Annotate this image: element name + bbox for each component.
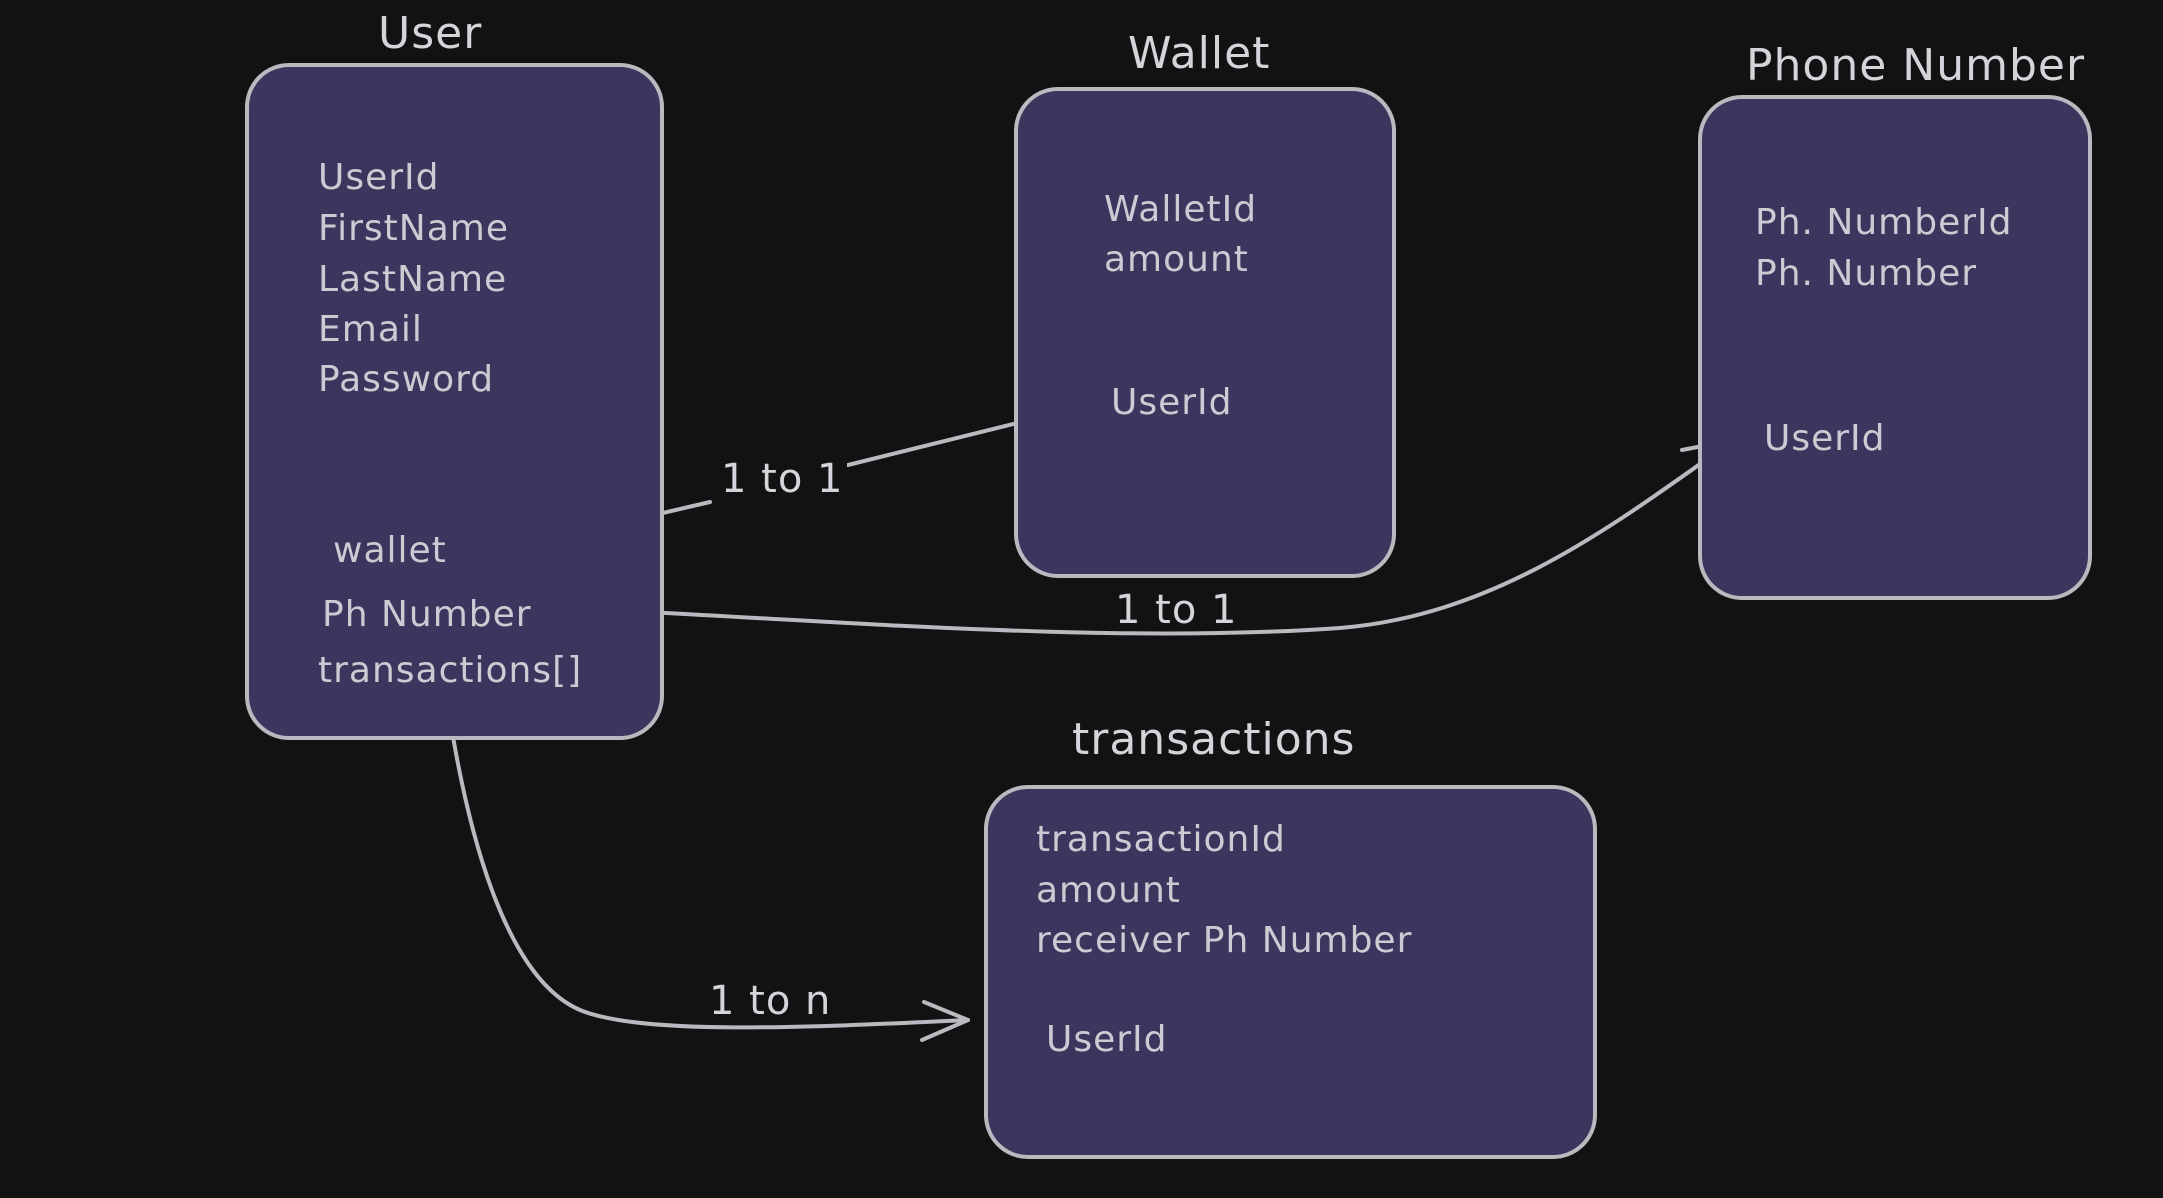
user-field-password: Password [318,359,495,400]
user-field-firstname: FirstName [318,208,509,249]
relation-label-user-phone: 1 to 1 [1111,590,1242,630]
user-relation-wallet: wallet [333,530,447,571]
user-field-userid: UserId [318,157,440,198]
user-relation-ph-number: Ph Number [322,594,532,635]
wallet-field-userid: UserId [1111,382,1233,423]
transactions-field-userid: UserId [1046,1019,1168,1060]
transactions-field-receiver-ph-number: receiver Ph Number [1036,920,1413,961]
relation-label-user-transactions: 1 to n [705,981,836,1021]
user-field-lastname: LastName [318,259,508,300]
connector-user-transactions [446,704,970,1030]
relation-label-user-wallet: 1 to 1 [717,459,848,499]
phone-field-number: Ph. Number [1755,253,1978,294]
user-entity-box[interactable] [245,63,664,740]
transactions-field-amount: amount [1036,870,1181,911]
user-entity-title: User [378,8,483,59]
phone-number-entity-title: Phone Number [1746,40,2086,91]
connector-user-phone [564,438,1736,636]
arrowhead-transactions [920,1000,970,1042]
wallet-entity-box[interactable] [1014,87,1396,578]
phone-number-entity-box[interactable] [1698,95,2092,600]
wallet-field-walletid: WalletId [1104,189,1258,230]
transactions-entity-box[interactable] [984,785,1597,1159]
user-field-email: Email [318,309,423,350]
transactions-field-transactionid: transactionId [1036,819,1286,860]
user-relation-transactions: transactions[] [318,650,583,691]
phone-field-userid: UserId [1764,418,1886,459]
phone-field-numberid: Ph. NumberId [1755,202,2013,243]
wallet-entity-title: Wallet [1128,28,1271,79]
transactions-entity-title: transactions [1072,714,1356,765]
wallet-field-amount: amount [1104,239,1249,280]
